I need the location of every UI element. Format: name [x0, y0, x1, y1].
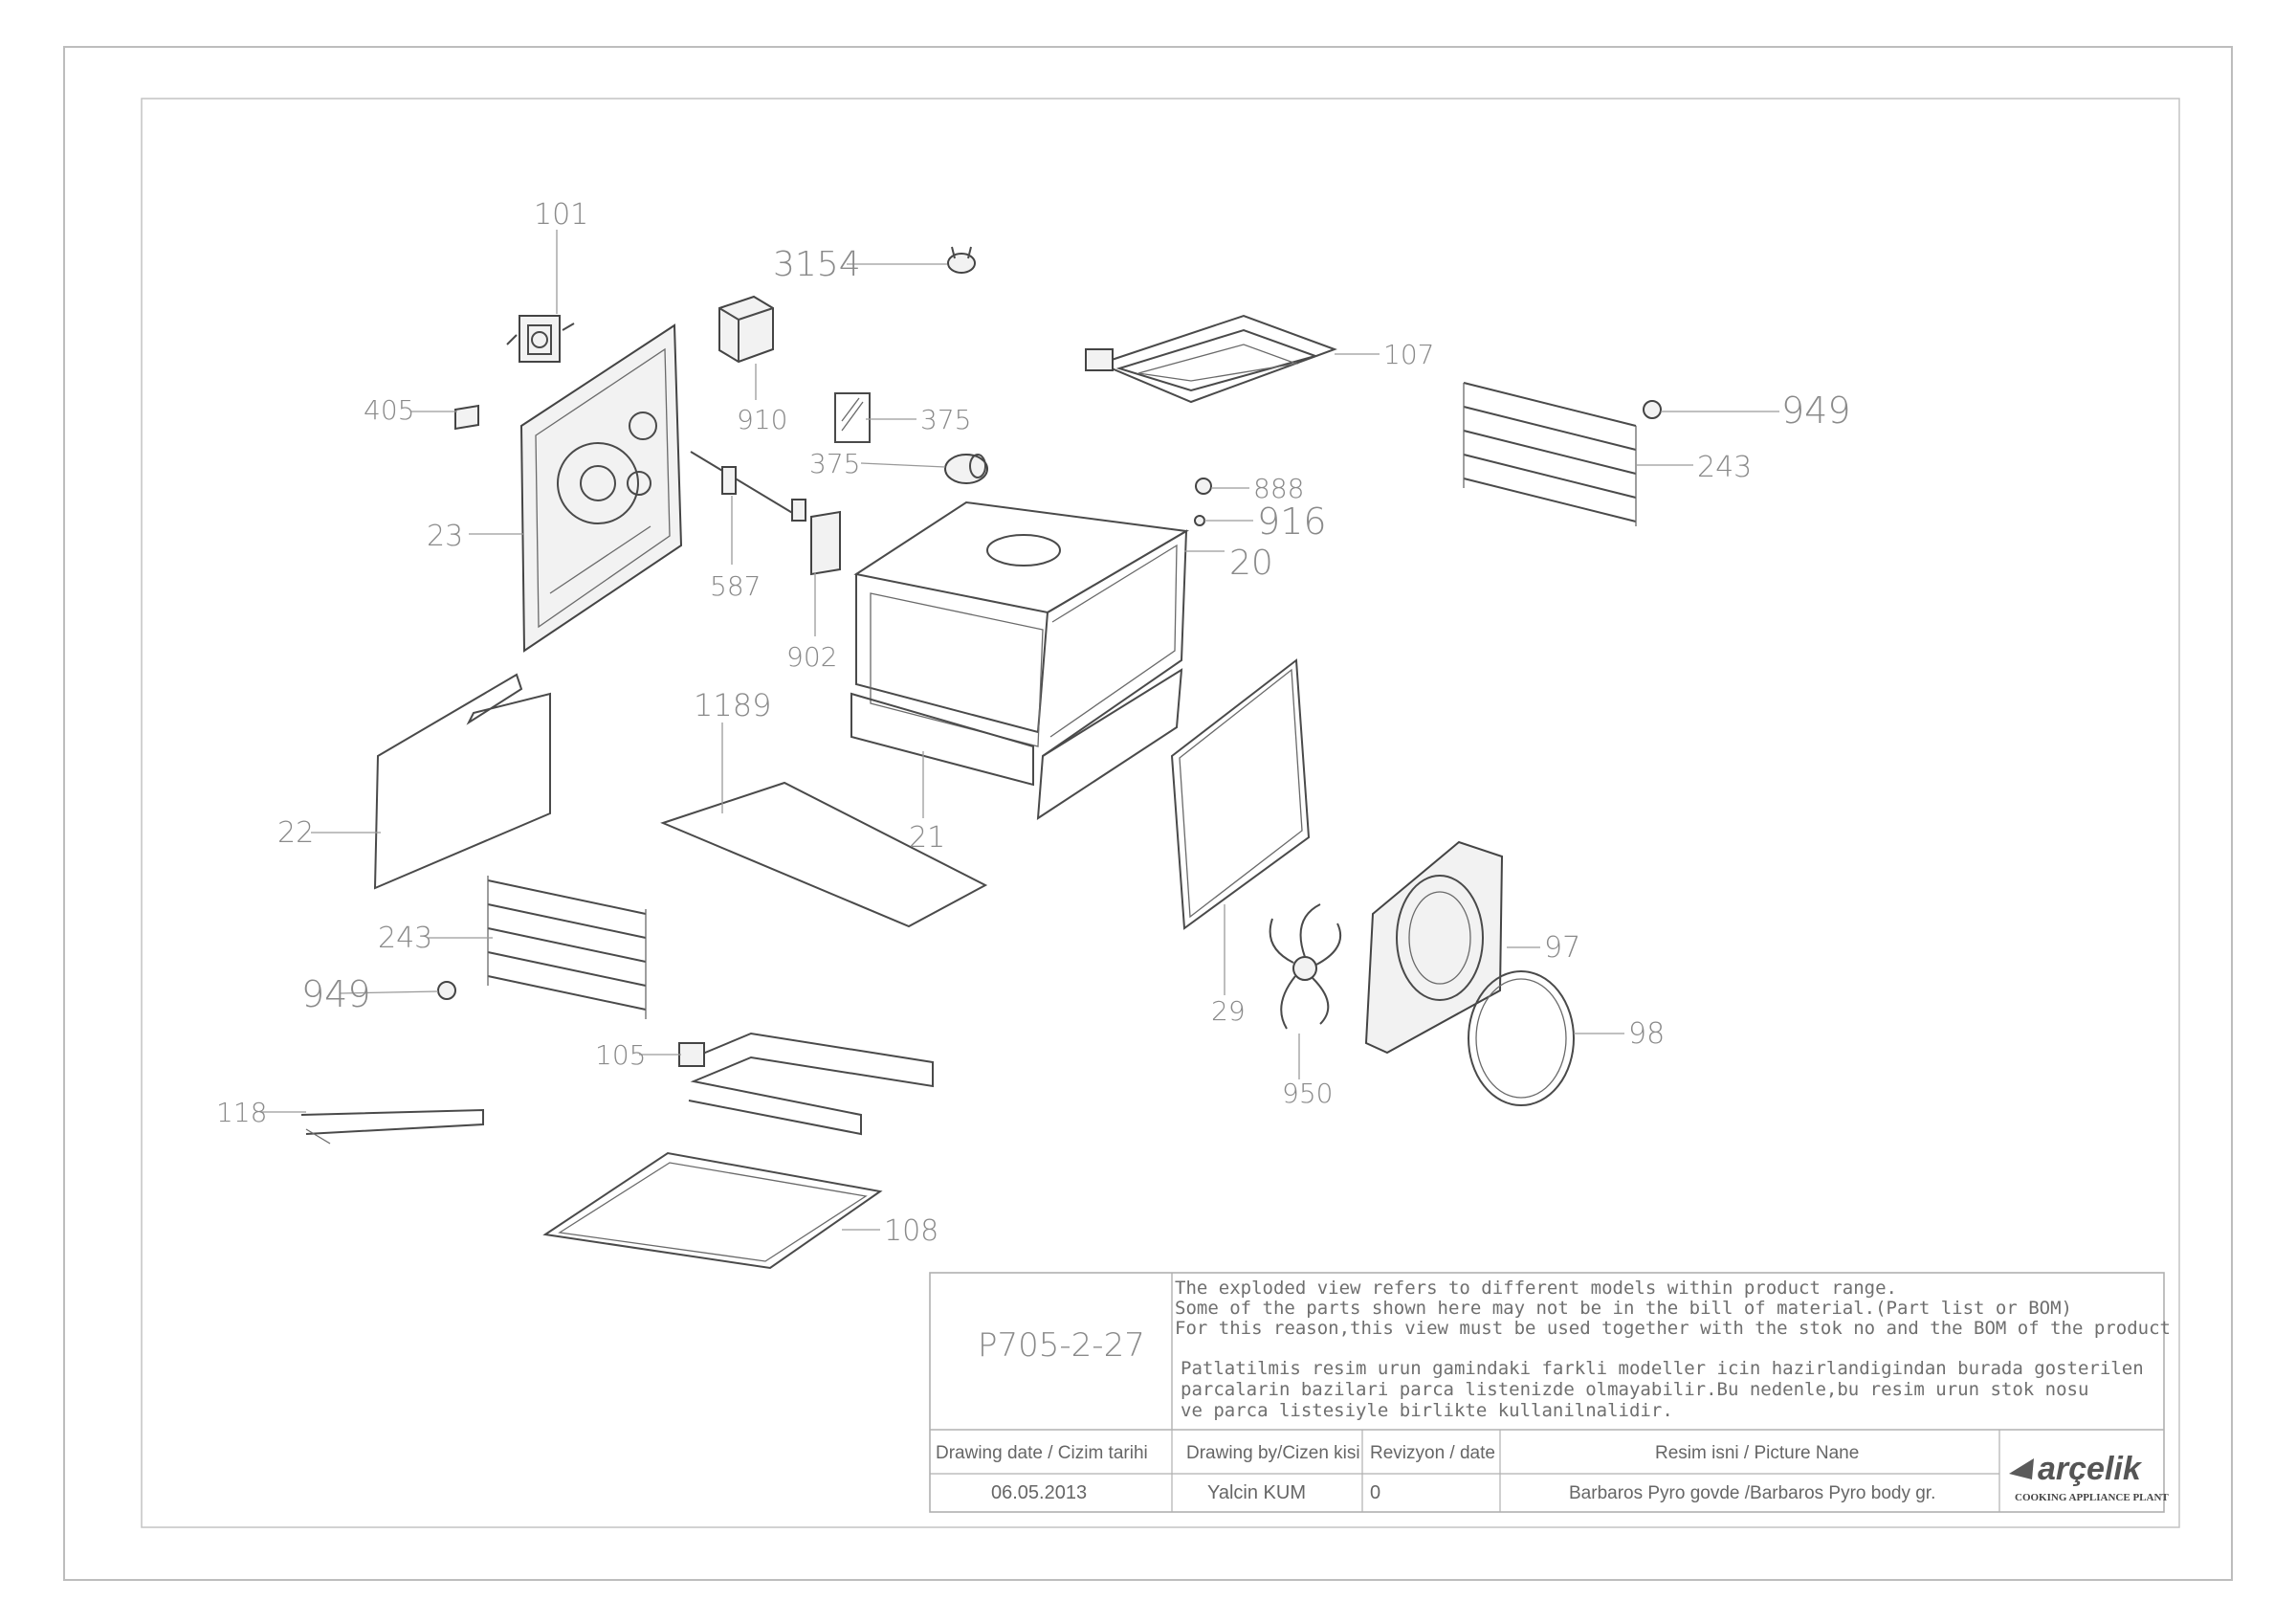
callout-23: 23	[427, 520, 463, 553]
callout-108: 108	[884, 1214, 938, 1248]
header-picture-name: Resim isni / Picture Nane	[1655, 1443, 1859, 1463]
plant-name: COOKING APPLIANCE PLANT	[2015, 1492, 2169, 1503]
part-22-side-panel	[373, 673, 551, 890]
part-949-screw-right	[1643, 400, 1662, 419]
callout-910: 910	[737, 404, 787, 435]
note-en-line-2: Some of the parts shown here may not be …	[1175, 1298, 2072, 1319]
part-950-fan	[1269, 903, 1342, 1030]
brand-logo: arçelik	[2038, 1451, 2143, 1487]
callout-949-right: 949	[1781, 389, 1851, 432]
value-drawing-date: 06.05.2013	[991, 1482, 1087, 1503]
callout-1189: 1189	[694, 687, 771, 723]
callout-950: 950	[1282, 1078, 1333, 1109]
callout-101: 101	[534, 198, 588, 232]
part-23-back-panel	[519, 323, 683, 653]
callout-405: 405	[364, 394, 414, 426]
title-block: P705-2-27 The exploded view refers to di…	[929, 1272, 2171, 1513]
part-97-fan-cover	[1364, 840, 1504, 1055]
part-29-door-gasket	[1170, 658, 1311, 930]
part-949-screw-left	[437, 981, 456, 1000]
note-tr-line-3: ve parca listesiyle birlikte kullanilnal…	[1181, 1400, 1673, 1421]
part-3154-thermal-cutout	[947, 246, 976, 274]
callout-118: 118	[216, 1097, 267, 1128]
callout-916: 916	[1257, 500, 1327, 543]
callout-888: 888	[1253, 473, 1304, 504]
part-101-switch	[506, 315, 575, 363]
part-108-bottom-tray	[542, 1151, 883, 1270]
callout-98: 98	[1628, 1017, 1665, 1051]
header-drawing-date: Drawing date / Cizim tarihi	[936, 1443, 1148, 1463]
header-drawn-by: Drawing by/Cizen kisi	[1186, 1443, 1360, 1463]
callout-97: 97	[1544, 931, 1580, 965]
callout-labels: 101 3154 107 405 910 375 375 949 243 888…	[216, 198, 1851, 1248]
part-20-oven-cavity	[853, 500, 1190, 820]
part-910-box	[718, 295, 774, 364]
part-587-rod	[690, 451, 806, 522]
callout-949-left: 949	[301, 973, 371, 1015]
part-375-glass	[834, 392, 871, 443]
outer-frame	[63, 46, 2233, 1581]
part-902-bracket	[810, 510, 841, 576]
note-en-line-3: For this reason,this view must be used t…	[1175, 1318, 2171, 1339]
part-916	[1194, 515, 1205, 526]
part-375-lamp	[944, 454, 988, 484]
callout-22: 22	[277, 816, 314, 850]
part-243-shelf-rack-right	[1463, 382, 1637, 526]
leader-lines	[260, 230, 1779, 1231]
part-107-grill-element	[1085, 314, 1337, 404]
value-revision: 0	[1370, 1482, 1380, 1503]
part-98-ring-heater	[1468, 970, 1575, 1106]
callout-3154: 3154	[773, 245, 861, 284]
callout-375-lamp: 375	[809, 448, 860, 479]
part-118-element	[300, 1108, 484, 1145]
callout-243-right: 243	[1697, 451, 1752, 484]
value-picture-name: Barbaros Pyro govde /Barbaros Pyro body …	[1569, 1483, 1935, 1503]
callout-243-left: 243	[378, 922, 432, 955]
inner-frame	[141, 98, 2180, 1528]
note-tr-line-1: Patlatilmis resim urun gamindaki farkli …	[1181, 1358, 2144, 1379]
callout-105: 105	[595, 1039, 646, 1071]
callout-107: 107	[1383, 339, 1434, 370]
callout-21: 21	[909, 821, 945, 855]
callout-29: 29	[1211, 995, 1246, 1027]
note-tr-line-2: parcalarin bazilari parca listenizde olm…	[1181, 1379, 2088, 1400]
callout-20: 20	[1229, 544, 1273, 583]
value-drawn-by: Yalcin KUM	[1207, 1482, 1306, 1503]
note-en-line-1: The exploded view refers to different mo…	[1175, 1278, 1897, 1299]
part-105-bottom-element	[678, 1032, 934, 1136]
callout-902: 902	[786, 641, 837, 673]
part-21-lower-panel	[850, 692, 1034, 787]
part-243-shelf-rack-left	[487, 876, 647, 1019]
part-1189-insulation	[660, 781, 988, 928]
brand-logo-mark	[2009, 1458, 2034, 1479]
callout-587: 587	[710, 570, 761, 602]
part-405-clip	[454, 404, 479, 431]
callout-375-glass: 375	[920, 404, 971, 435]
header-revision: Revizyon / date	[1370, 1443, 1495, 1463]
drawing-number: P705-2-27	[978, 1326, 1145, 1365]
part-888	[1195, 478, 1212, 495]
